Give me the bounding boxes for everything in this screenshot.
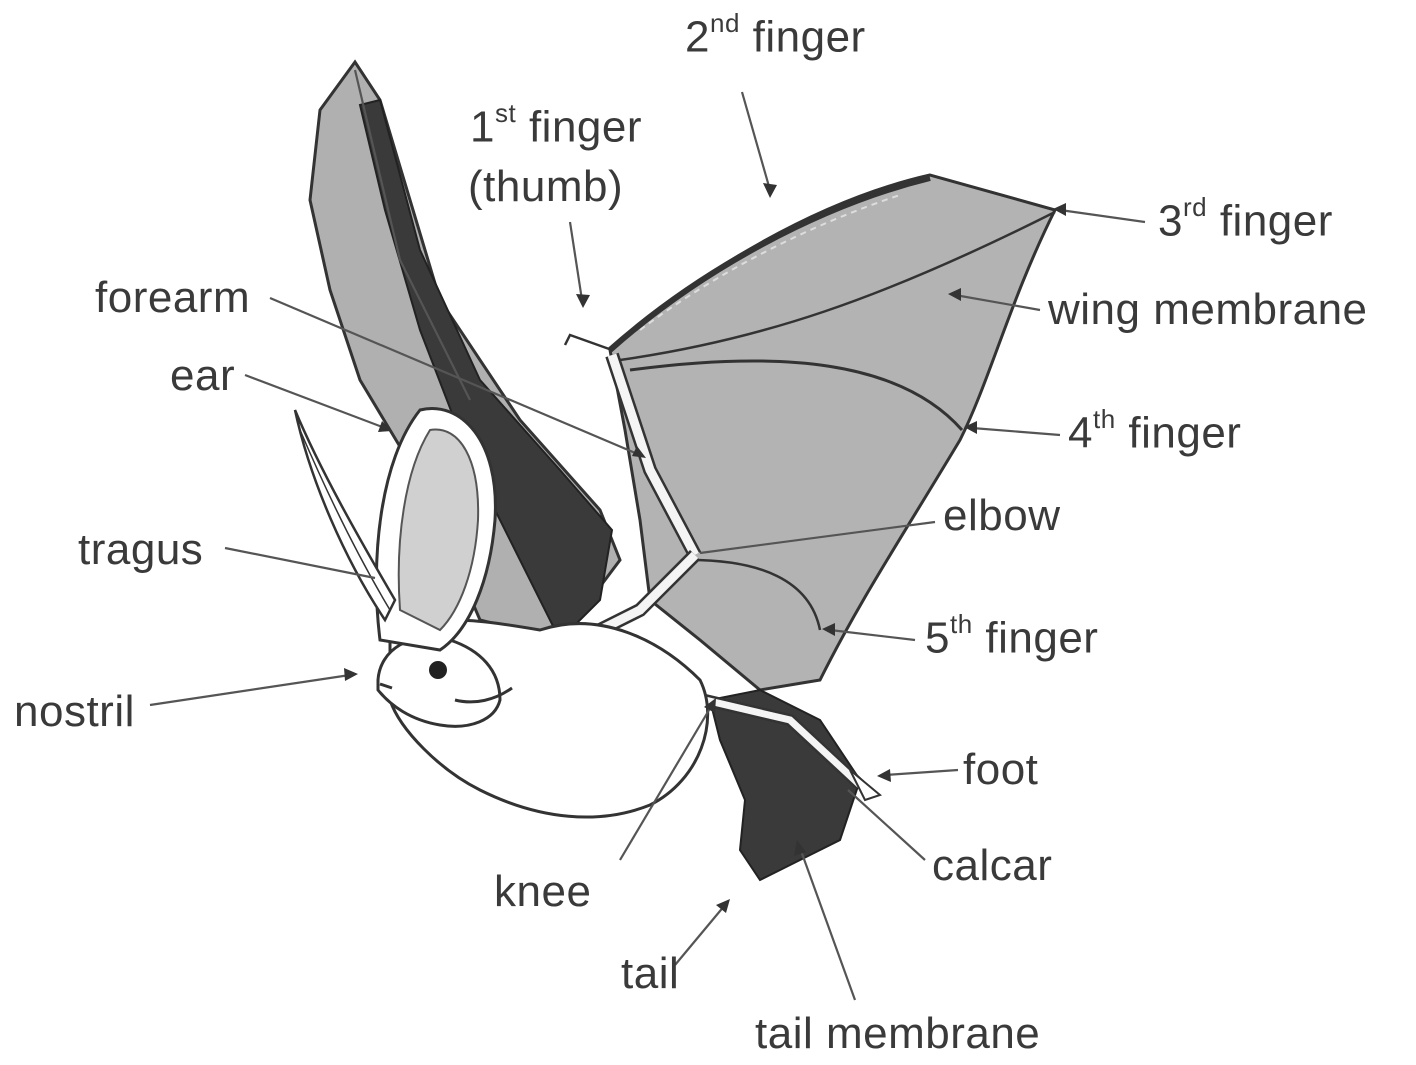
label-5th-finger-num: 5 — [925, 614, 950, 663]
label-forearm: forearm — [95, 276, 250, 320]
label-nostril: nostril — [14, 690, 135, 734]
label-3rd-finger-sup: rd — [1183, 192, 1207, 222]
label-1st-finger-text: finger — [516, 103, 642, 152]
label-1st-finger-sup: st — [495, 98, 516, 128]
label-3rd-finger-text: finger — [1207, 197, 1333, 246]
label-tragus: tragus — [78, 528, 203, 572]
label-knee: knee — [494, 870, 591, 914]
label-3rd-finger: 3rd finger — [1158, 198, 1333, 244]
label-foot: foot — [963, 748, 1038, 792]
label-2nd-finger-sup: nd — [710, 8, 740, 38]
label-4th-finger-num: 4 — [1068, 409, 1093, 458]
label-1st-finger-num: 1 — [470, 103, 495, 152]
label-5th-finger-text: finger — [973, 614, 1099, 663]
label-5th-finger-sup: th — [950, 609, 973, 639]
label-elbow: elbow — [943, 494, 1060, 538]
label-ear: ear — [170, 354, 235, 398]
label-tail-membrane: tail membrane — [755, 1012, 1040, 1056]
label-wing-membrane: wing membrane — [1048, 288, 1368, 332]
label-4th-finger-sup: th — [1093, 404, 1116, 434]
label-calcar: calcar — [932, 844, 1052, 888]
label-1st-finger: 1st finger — [470, 104, 642, 150]
label-4th-finger-text: finger — [1116, 409, 1242, 458]
label-4th-finger: 4th finger — [1068, 410, 1241, 456]
label-2nd-finger-text: finger — [740, 13, 866, 62]
label-1st-finger-thumb: (thumb) — [468, 165, 623, 209]
label-2nd-finger-num: 2 — [685, 13, 710, 62]
label-2nd-finger: 2nd finger — [685, 14, 866, 60]
label-3rd-finger-num: 3 — [1158, 197, 1183, 246]
label-5th-finger: 5th finger — [925, 615, 1098, 661]
label-tail: tail — [621, 952, 679, 996]
